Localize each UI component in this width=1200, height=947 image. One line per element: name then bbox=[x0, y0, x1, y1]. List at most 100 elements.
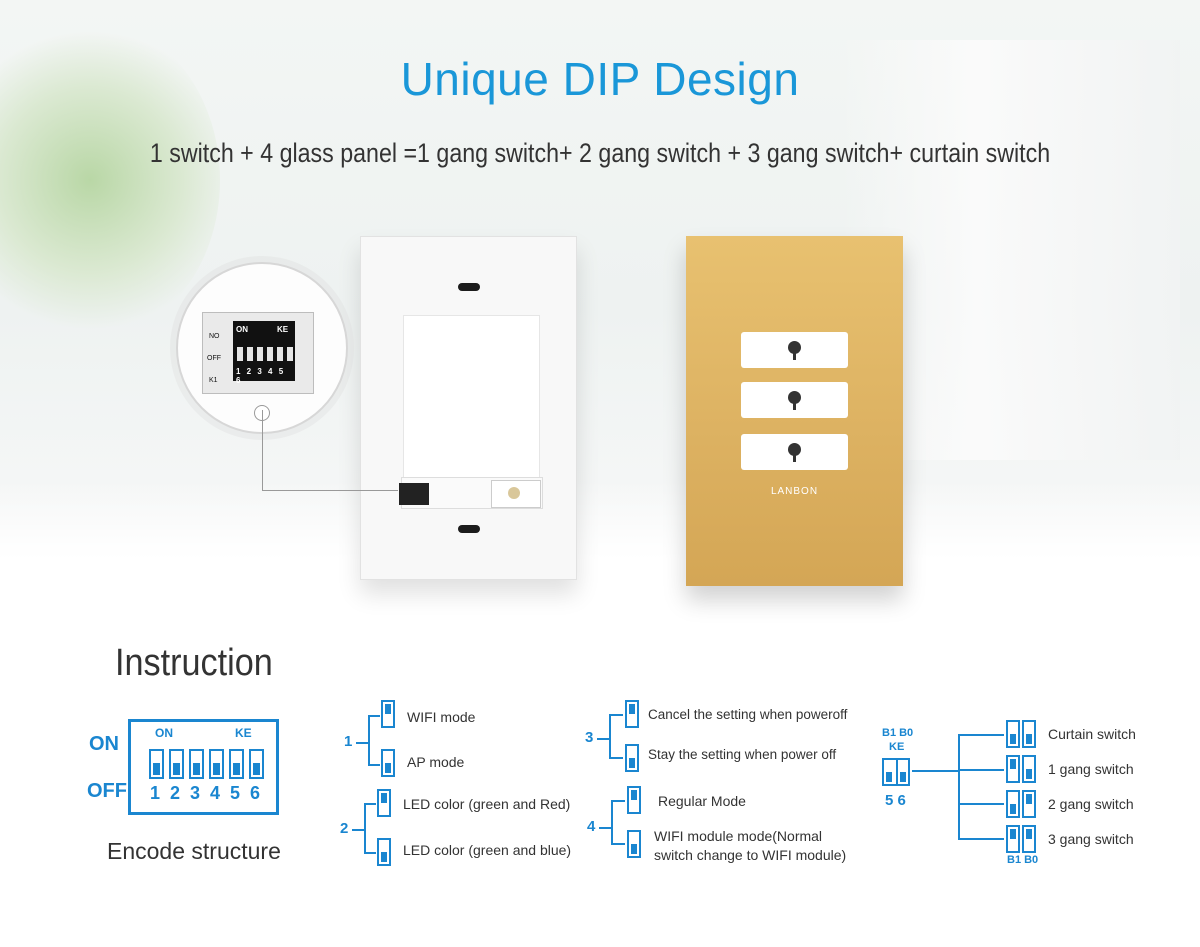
zoom-off-label: OFF bbox=[207, 355, 221, 362]
group3-bracket bbox=[609, 714, 611, 758]
group4-bracket bbox=[611, 800, 613, 844]
switch-up-icon bbox=[627, 786, 641, 814]
group3-connector bbox=[597, 738, 609, 740]
group1-option-down: AP mode bbox=[407, 754, 465, 770]
group4-option-down-line2: switch change to WIFI module) bbox=[654, 847, 847, 863]
option-1-gang-switch: 1 gang switch bbox=[1048, 761, 1134, 777]
page-subtitle: 1 switch + 4 glass panel =1 gang switch+… bbox=[149, 138, 1051, 168]
encode-switch-4 bbox=[209, 749, 224, 779]
encode-switch-5 bbox=[229, 749, 244, 779]
group3-branch-up bbox=[609, 714, 623, 716]
switch-up-icon bbox=[381, 700, 395, 728]
zoom-switch-2 bbox=[247, 347, 253, 361]
group56-connector bbox=[912, 770, 958, 772]
zoom-ke-label: KE bbox=[277, 325, 289, 334]
group2-option-up: LED color (green and Red) bbox=[403, 796, 571, 812]
option-2-gang-switch: 2 gang switch bbox=[1048, 796, 1134, 812]
group2-number: 2 bbox=[340, 820, 349, 837]
group2-connector bbox=[352, 829, 364, 831]
encode-box-ke: KE bbox=[235, 726, 252, 740]
group4-option-down-line1: WIFI module mode(Normal bbox=[654, 828, 823, 844]
option-3-gang-switch: 3 gang switch bbox=[1048, 831, 1134, 847]
callout-line-horizontal bbox=[262, 490, 398, 491]
zoom-no-label: NO bbox=[209, 333, 220, 340]
group3-option-down: Stay the setting when power off bbox=[648, 747, 837, 762]
page-title: Unique DIP Design bbox=[400, 53, 800, 105]
group3-option-up: Cancel the setting when poweroff bbox=[648, 707, 848, 722]
switch-up-icon bbox=[1006, 755, 1020, 783]
touch-key-1 bbox=[741, 332, 848, 368]
zoom-switch-3 bbox=[257, 347, 263, 361]
ke-label: KE bbox=[889, 741, 905, 753]
hero-fade bbox=[0, 480, 1200, 560]
indicator-icon bbox=[788, 391, 801, 410]
switch-down-icon bbox=[625, 744, 639, 772]
switch-down-icon bbox=[882, 758, 894, 786]
encode-num-4: 4 bbox=[210, 783, 221, 803]
group2-branch-down bbox=[364, 852, 376, 854]
group56-bracket bbox=[958, 734, 960, 838]
group1-option-up: WIFI mode bbox=[407, 709, 476, 725]
encode-num-1: 1 bbox=[150, 783, 161, 803]
group3-number: 3 bbox=[585, 729, 594, 746]
zoom-switch-6 bbox=[287, 347, 293, 361]
option-curtain-switch: Curtain switch bbox=[1048, 726, 1136, 742]
switch-back-plate bbox=[360, 236, 577, 580]
encode-dip-diagram: ON KE 1 2 3 4 5 6 bbox=[128, 719, 279, 815]
plant-blur bbox=[0, 20, 220, 340]
group4-branch-down bbox=[611, 843, 625, 845]
encode-num-3: 3 bbox=[190, 783, 201, 803]
switch-down-icon bbox=[1022, 720, 1036, 748]
touch-key-3 bbox=[741, 434, 848, 470]
b1b0-bottom-label: B1 B0 bbox=[1007, 854, 1039, 866]
branch-1gang bbox=[958, 769, 1004, 771]
switch-down-icon bbox=[381, 749, 395, 777]
reset-button-chip bbox=[491, 480, 541, 508]
switch-down-icon bbox=[377, 838, 391, 866]
encode-switch-2 bbox=[169, 749, 184, 779]
group4-number: 4 bbox=[587, 818, 596, 835]
group56-numbers: 5 6 bbox=[885, 792, 906, 809]
group2-bracket bbox=[364, 803, 366, 853]
encode-caption: Encode structure bbox=[107, 838, 281, 864]
switch-up-icon bbox=[625, 700, 639, 728]
zoom-switch-5 bbox=[277, 347, 283, 361]
group1-branch-up bbox=[368, 715, 380, 717]
switch-down-icon bbox=[1006, 720, 1020, 748]
encode-switch-1 bbox=[149, 749, 164, 779]
group1-number: 1 bbox=[344, 733, 353, 750]
encode-box-on: ON bbox=[155, 726, 173, 740]
branch-curtain bbox=[958, 734, 1004, 736]
zoom-dip-body: ON KE 1 2 3 4 5 6 bbox=[233, 321, 295, 385]
callout-line bbox=[262, 410, 263, 490]
group4-connector bbox=[599, 827, 611, 829]
encode-num-5: 5 bbox=[230, 783, 241, 803]
group4-branch-up bbox=[611, 800, 625, 802]
group4-option-up: Regular Mode bbox=[658, 793, 746, 809]
encode-switch-6 bbox=[249, 749, 264, 779]
brand-logo: LANBON bbox=[770, 486, 819, 497]
zoom-numbers: 1 2 3 4 5 6 bbox=[236, 367, 286, 385]
plate-window bbox=[403, 315, 540, 482]
hero-background bbox=[0, 0, 1200, 560]
switch-up-icon bbox=[1006, 825, 1020, 853]
gold-glass-panel: LANBON bbox=[686, 236, 903, 586]
indicator-icon bbox=[788, 341, 801, 360]
encode-num-6: 6 bbox=[250, 783, 261, 803]
group3-branch-down bbox=[609, 757, 623, 759]
group1-branch-down bbox=[368, 764, 380, 766]
switch-up-icon bbox=[377, 789, 391, 817]
group2-option-down: LED color (green and blue) bbox=[403, 842, 572, 858]
group1-connector bbox=[356, 742, 368, 744]
switch-down-icon bbox=[896, 758, 910, 786]
encode-off-label: OFF bbox=[87, 780, 127, 802]
instruction-title: Instruction bbox=[115, 642, 273, 684]
mount-slot-top bbox=[458, 283, 480, 291]
zoom-dip-switch: NO OFF K1 ON KE 1 2 3 4 5 6 bbox=[202, 312, 314, 394]
zoom-switch-1 bbox=[237, 347, 243, 361]
b1b0-top-label: B1 B0 bbox=[882, 727, 914, 739]
zoom-on-label: ON bbox=[236, 325, 248, 334]
group1-bracket bbox=[368, 715, 370, 765]
branch-3gang bbox=[958, 838, 1004, 840]
dip-switch-chip bbox=[399, 483, 429, 505]
